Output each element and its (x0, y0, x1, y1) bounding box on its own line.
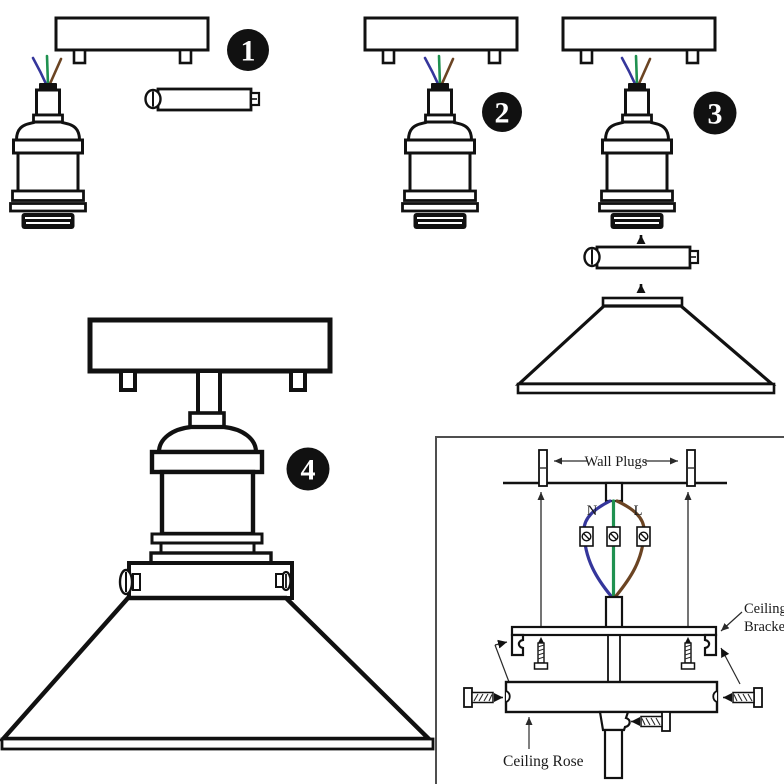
mounting-tab (289, 369, 307, 392)
step-2-badge: 2 (482, 92, 522, 132)
rose-collar (598, 710, 631, 732)
bracket-screw (680, 636, 696, 670)
socket-body (159, 469, 256, 537)
wall-plugs-label: Wall Plugs (585, 454, 648, 470)
live-label: L (634, 503, 643, 519)
wall-plug-right (686, 449, 696, 487)
socket-dome (156, 424, 259, 455)
lamp-socket (9, 54, 87, 231)
step-2-number: 2 (495, 97, 510, 130)
step-3-number: 3 (708, 98, 723, 131)
ceiling-bracket-label-line1: Ceiling (744, 601, 784, 617)
stem (196, 369, 222, 416)
ceiling-plate (54, 16, 210, 65)
rose-notch-left (505, 690, 511, 703)
mounting-tab (119, 369, 137, 392)
step-2: 2 (363, 16, 522, 231)
step-4-number: 4 (301, 454, 316, 487)
hook-alignment-annotation-right (720, 647, 741, 685)
threaded-tube (583, 245, 700, 270)
lamp-socket (598, 54, 676, 231)
rose-screw-right (723, 688, 762, 707)
cable-top (604, 481, 624, 503)
ceiling-rose (504, 680, 719, 714)
lamp-shade-large (0, 595, 435, 742)
ceiling-bracket-label-line2: Bracket (744, 619, 784, 635)
bracket-screw (533, 636, 549, 670)
step-1: 1 (9, 16, 269, 231)
rose-notch-right (712, 690, 718, 703)
shade-rim (0, 737, 435, 751)
ceiling-rose-label: Ceiling Rose (503, 753, 584, 770)
step-1-badge: 1 (227, 29, 269, 71)
cable-bottom (604, 595, 624, 632)
collar-grub-screw (631, 712, 670, 731)
step-1-number: 1 (241, 35, 256, 68)
hook-alignment-annotation-left (494, 639, 510, 683)
rose-screw-left (464, 688, 503, 707)
ceiling-bracket (510, 625, 718, 657)
stem-upper (607, 629, 621, 684)
ceiling-plate (87, 317, 333, 374)
shade-collar (118, 561, 294, 600)
step-4: 4 (0, 317, 435, 751)
ceiling-bracket-leader (720, 611, 743, 632)
terminal-block (636, 526, 651, 547)
socket-band (149, 449, 265, 475)
inset-border (435, 436, 784, 784)
ceiling-plate (363, 16, 519, 65)
step-3: 3 (514, 16, 777, 395)
lamp-shade-small (514, 296, 777, 395)
terminal-block (606, 526, 621, 547)
stem-lower (603, 728, 624, 780)
neutral-label: N (587, 503, 598, 519)
step-3-badge: 3 (693, 91, 737, 135)
terminal-block (579, 526, 594, 547)
bracket-hook-right (703, 633, 718, 657)
lamp-socket (401, 54, 479, 231)
threaded-tube (144, 87, 261, 112)
ceiling-plate (561, 16, 717, 65)
wiring-diagram-inset: Wall Plugs N L (435, 436, 784, 784)
wall-plug-left (538, 449, 548, 487)
bracket-hook-left (510, 633, 525, 657)
step-4-badge: 4 (286, 447, 330, 491)
